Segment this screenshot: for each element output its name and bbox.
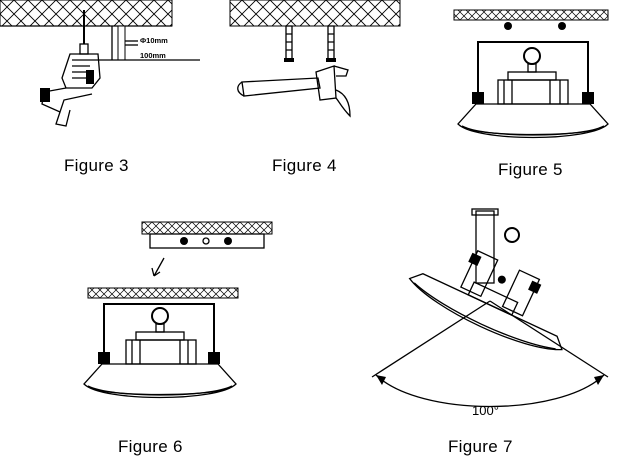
figure-7-illustration xyxy=(371,208,609,408)
electric-drill-icon xyxy=(40,43,101,127)
hole-diameter-label: Φ10mm xyxy=(140,36,168,45)
angle-arc xyxy=(375,374,605,408)
lamp-shade xyxy=(83,363,237,399)
figure-5-illustration xyxy=(453,9,609,139)
figure-6-illustration xyxy=(83,221,273,399)
ceiling-hatch xyxy=(453,9,609,21)
hammer-icon xyxy=(237,65,351,118)
lamp-shade xyxy=(408,273,563,351)
hole-depth-label: 100mm xyxy=(140,51,166,60)
eye-hook xyxy=(151,307,169,325)
tilt-angle-label: 100° xyxy=(472,403,499,418)
figure-5-caption: Figure 5 xyxy=(498,160,563,179)
figure-3-illustration xyxy=(0,0,200,127)
figure-4: Figure 4 xyxy=(200,0,415,190)
drilled-hole xyxy=(117,25,126,61)
lamp-shade xyxy=(457,103,609,139)
mounting-bracket xyxy=(477,41,589,100)
figure-5: Figure 5 xyxy=(440,0,621,190)
ceiling-hatch xyxy=(141,221,273,235)
expansion-anchor-icon xyxy=(326,25,336,62)
figure-4-caption: Figure 4 xyxy=(272,156,337,175)
figure-7-caption: Figure 7 xyxy=(448,437,513,456)
pointer-arrow-icon xyxy=(151,257,165,277)
figure-4-illustration xyxy=(229,0,401,118)
figure-6: Figure 6 xyxy=(60,210,280,467)
bracket-detail xyxy=(149,233,265,249)
figure-3-caption: Figure 3 xyxy=(64,156,129,175)
angle-line-right xyxy=(489,300,609,378)
figure-7: 100° Figure 7 xyxy=(360,205,621,467)
mounting-pole xyxy=(475,210,495,284)
mounting-bracket xyxy=(103,303,215,360)
angle-line-left xyxy=(371,300,491,378)
figure-3: Φ10mm 100mm Figure 3 xyxy=(0,0,200,190)
ceiling-hatch xyxy=(229,0,401,27)
eye-hook xyxy=(523,47,541,65)
ceiling-hatch xyxy=(0,0,173,27)
expansion-anchor-icon xyxy=(284,25,294,62)
figure-6-caption: Figure 6 xyxy=(118,437,183,456)
